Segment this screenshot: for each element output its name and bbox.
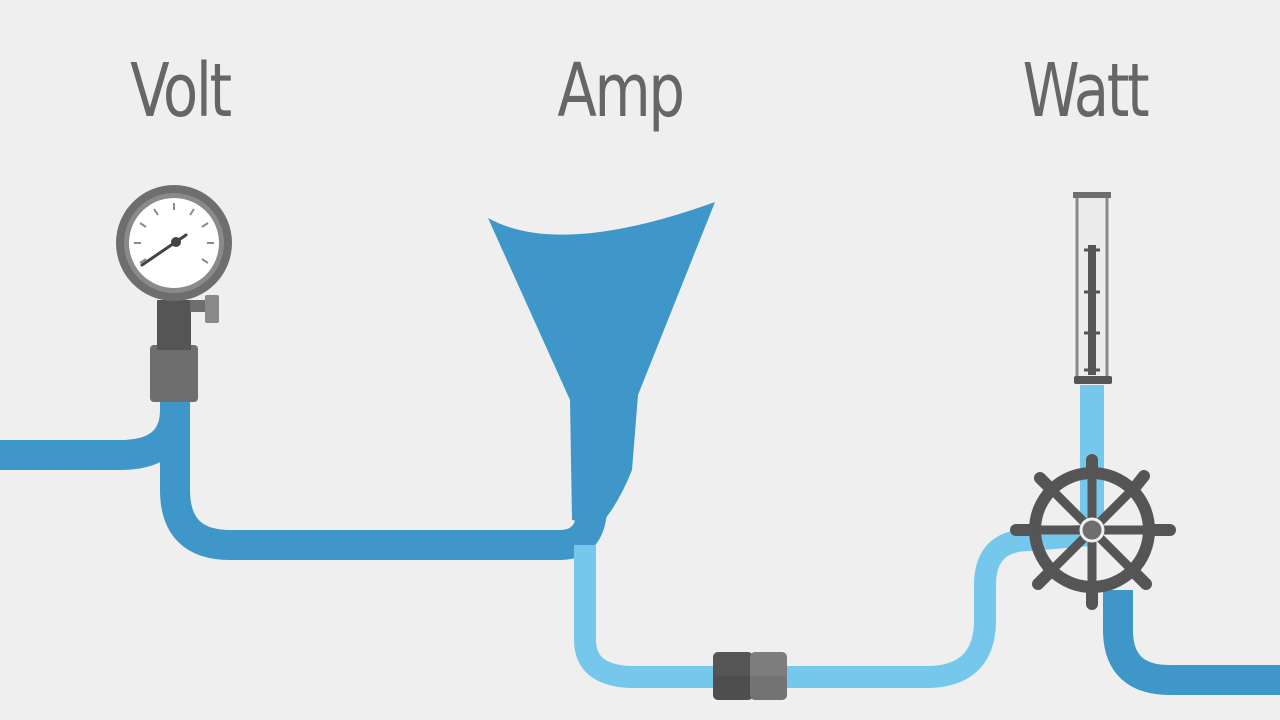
volt-label: Volt bbox=[130, 48, 232, 134]
inlet-pipe bbox=[0, 409, 190, 470]
pipe-coupling-icon bbox=[713, 652, 787, 700]
funnel-icon bbox=[488, 202, 715, 525]
outlet-pipe bbox=[1103, 590, 1280, 695]
pressure-gauge-icon bbox=[116, 185, 232, 402]
amp-label: Amp bbox=[557, 48, 685, 134]
measuring-tube-icon bbox=[1073, 192, 1112, 384]
light-pipe-lower bbox=[574, 524, 1091, 688]
gauge-ticks bbox=[134, 203, 214, 264]
watt-label: Watt bbox=[1022, 48, 1150, 134]
water-wheel-icon bbox=[1010, 454, 1176, 610]
main-dark-pipe bbox=[160, 395, 607, 560]
dark-pipe bbox=[0, 395, 1280, 695]
